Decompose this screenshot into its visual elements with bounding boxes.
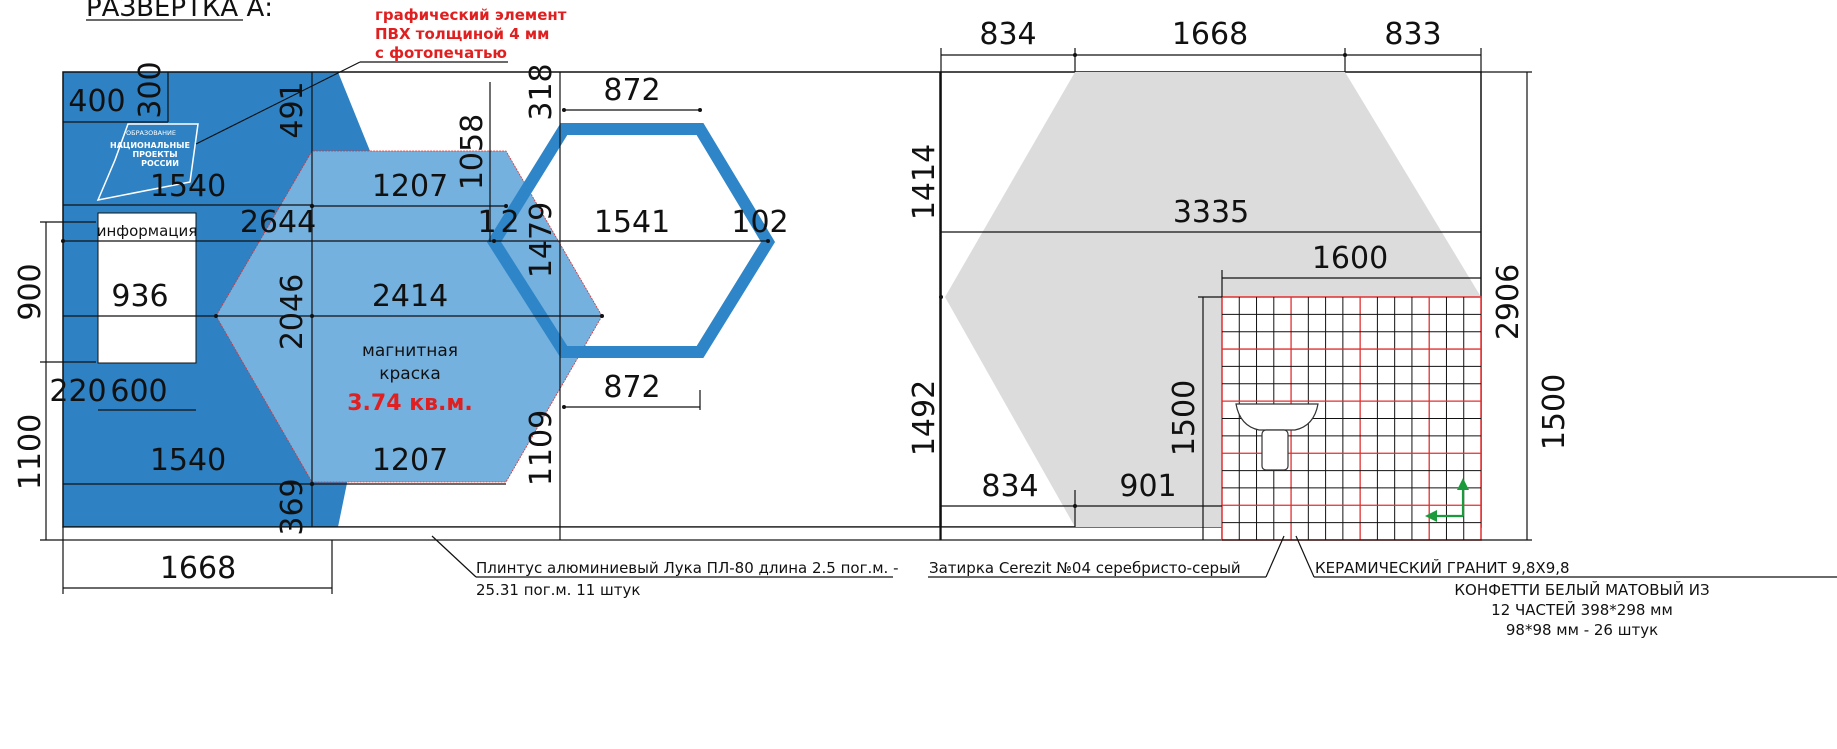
dim-2906: 2906 xyxy=(1491,264,1526,340)
dim-1541: 1541 xyxy=(594,205,670,240)
dim-1414: 1414 xyxy=(907,144,942,220)
dim-491: 491 xyxy=(275,81,310,138)
plinth-strip-b xyxy=(940,526,1223,541)
dim-102: 102 xyxy=(731,205,788,240)
dim-872-top: 872 xyxy=(603,73,660,108)
dimension-lines-b xyxy=(939,48,1532,541)
plinth-strip-a xyxy=(62,526,941,541)
information-label: информация xyxy=(97,222,198,240)
tile-note-1: КЕРАМИЧЕСКИЙ ГРАНИТ 9,8Х9,8 xyxy=(1315,558,1570,577)
dim-318: 318 xyxy=(524,63,559,120)
plinth-note-2: 25.31 пог.м. 11 штук xyxy=(476,581,640,599)
title: РАЗВЕРТКА А: xyxy=(86,0,273,23)
dim-1207-top: 1207 xyxy=(372,169,448,204)
plinth-note-1: Плинтус алюминиевый Лука ПЛ-80 длина 2.5… xyxy=(476,559,899,577)
axis-arrows-icon xyxy=(1425,478,1469,522)
dim-2046: 2046 xyxy=(275,274,310,350)
information-board xyxy=(97,212,197,364)
dim-3335: 3335 xyxy=(1173,195,1249,230)
dim-834-top: 834 xyxy=(979,17,1036,52)
dim-1500-tile: 1500 xyxy=(1167,380,1202,456)
callout-graphic-2: ПВХ толщиной 4 мм xyxy=(375,25,549,43)
dim-2: 2 xyxy=(500,205,519,240)
notes: Плинтус алюминиевый Лука ПЛ-80 длина 2.5… xyxy=(431,535,1837,639)
tile-note-4: 98*98 мм - 26 штук xyxy=(1506,621,1658,639)
tile-note-2: КОНФЕТТИ БЕЛЫЙ МАТОВЫЙ ИЗ xyxy=(1454,580,1709,599)
dim-1540-bottom: 1540 xyxy=(150,443,226,478)
svg-text:ОБРАЗОВАНИЕ: ОБРАЗОВАНИЕ xyxy=(126,129,176,137)
dim-1500-right: 1500 xyxy=(1537,374,1572,450)
dim-1479: 1479 xyxy=(524,202,559,278)
national-projects-logo: ОБРАЗОВАНИЕ НАЦИОНАЛЬНЫЕ ПРОЕКТЫ РОССИИ xyxy=(96,123,199,202)
sink-icon xyxy=(1235,403,1319,471)
tile-note-3: 12 ЧАСТЕЙ 398*298 мм xyxy=(1491,600,1673,619)
wall-a: ОБРАЗОВАНИЕ НАЦИОНАЛЬНЫЕ ПРОЕКТЫ РОССИИ … xyxy=(13,6,941,594)
dim-900: 900 xyxy=(13,263,48,320)
dim-1109: 1109 xyxy=(524,410,559,486)
dim-1: 1 xyxy=(477,205,496,240)
dim-833: 833 xyxy=(1384,17,1441,52)
dim-2644: 2644 xyxy=(240,205,316,240)
magnetic-label-2: краска xyxy=(379,364,441,384)
dim-834-bottom: 834 xyxy=(981,469,1038,504)
dim-1100: 1100 xyxy=(13,414,48,490)
wall-b: 834 1668 833 1414 3335 1600 2906 1492 15… xyxy=(907,17,1572,541)
dim-1492: 1492 xyxy=(907,380,942,456)
dim-400: 400 xyxy=(68,84,125,119)
dim-1207-bottom: 1207 xyxy=(372,443,448,478)
magnetic-label-1: магнитная xyxy=(362,341,458,361)
dim-300: 300 xyxy=(133,61,168,118)
dim-936: 936 xyxy=(111,279,168,314)
grout-note: Затирка Cerezit №04 серебристо-серый xyxy=(929,559,1241,577)
dim-1058: 1058 xyxy=(455,114,490,190)
dim-2414: 2414 xyxy=(372,279,448,314)
dim-1668-bottom: 1668 xyxy=(160,551,236,586)
dim-600: 600 xyxy=(110,374,167,409)
dim-872-bottom: 872 xyxy=(603,370,660,405)
dimension-lines-a xyxy=(40,61,770,594)
callout-graphic-3: с фотопечатью xyxy=(375,44,507,62)
dim-1600: 1600 xyxy=(1312,241,1388,276)
svg-text:РОССИИ: РОССИИ xyxy=(141,159,179,168)
dim-1540-top: 1540 xyxy=(150,169,226,204)
dim-369: 369 xyxy=(275,478,310,535)
dim-901: 901 xyxy=(1119,469,1176,504)
svg-text:ПРОЕКТЫ: ПРОЕКТЫ xyxy=(132,150,177,159)
magnetic-area: 3.74 кв.м. xyxy=(347,391,473,416)
dim-220: 220 xyxy=(49,374,106,409)
dim-1668-top: 1668 xyxy=(1172,17,1248,52)
callout-graphic-1: графический элемент xyxy=(375,6,567,24)
svg-text:НАЦИОНАЛЬНЫЕ: НАЦИОНАЛЬНЫЕ xyxy=(110,141,190,150)
